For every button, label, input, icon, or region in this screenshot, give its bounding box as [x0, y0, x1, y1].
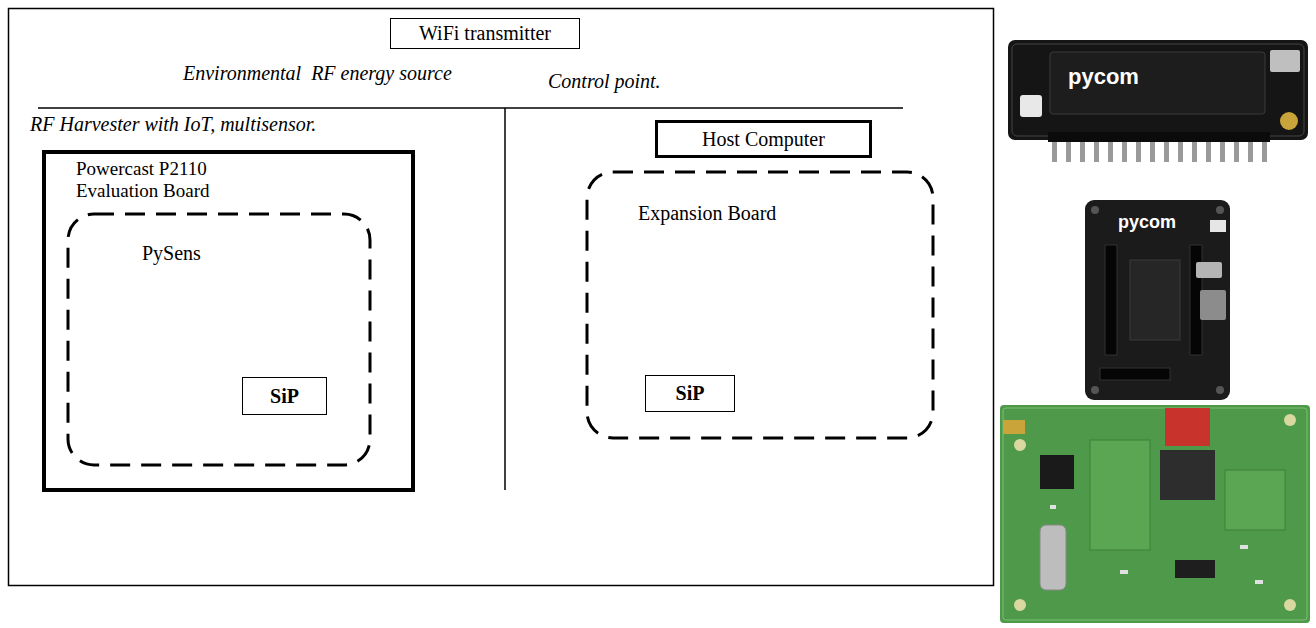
expansion-board-photo — [1085, 200, 1230, 400]
powercast-board-photo — [1000, 405, 1310, 623]
region-label: Control point. — [548, 70, 661, 93]
evaluation-board-box: SiP PySens Powercast P2110 Evaluation Boar… — [42, 150, 415, 492]
source-label: Environmental RF energy source — [183, 62, 452, 85]
region-label: RF Harvester with IoT, multisensor. — [30, 113, 316, 136]
box-text: Host Computer — [702, 128, 825, 151]
box-text: PySens — [142, 242, 201, 265]
host-box: Host Computer — [655, 120, 872, 158]
brand-label: pycom — [1118, 212, 1176, 233]
divider-line — [504, 108, 506, 490]
box-text: SiP — [270, 385, 299, 408]
module-box: SiP — [242, 377, 327, 415]
expansion-board-box: SiP Expansion Board — [585, 170, 935, 440]
outer-frame — [9, 9, 994, 586]
sipy-photo — [1008, 40, 1308, 162]
brand-label: pycom — [1068, 64, 1139, 89]
module-box: SiP — [645, 375, 735, 412]
box-text: WiFi transmitter — [419, 22, 551, 45]
box-text: Powercast P2110 Evaluation Board — [76, 158, 266, 202]
transmitter-box: WiFi transmitter — [390, 18, 580, 49]
dashed-outline — [587, 172, 933, 438]
dashed-outline — [66, 212, 372, 467]
divider-line — [38, 107, 903, 109]
box-text: SiP — [676, 382, 705, 405]
sensor-board-box: SiP PySens — [66, 212, 372, 467]
box-text: Expansion Board — [638, 202, 776, 225]
dashed-outline — [68, 214, 370, 465]
